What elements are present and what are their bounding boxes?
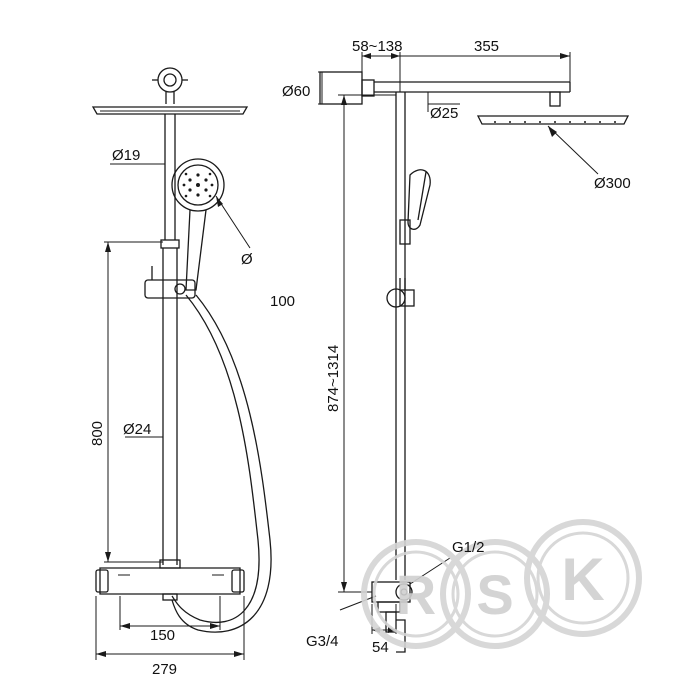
- side-wall-block: [319, 71, 363, 105]
- side-dim-355: [400, 52, 571, 82]
- label-dim-150: 150: [150, 627, 175, 644]
- rsk-watermark: R S K: [361, 519, 642, 649]
- front-dim-800: [104, 241, 163, 563]
- front-hose: [171, 294, 260, 624]
- label-dim-top-a: 58~138: [352, 38, 402, 55]
- leader-handshower: [215, 195, 251, 249]
- front-dim-150: [119, 596, 221, 630]
- front-dim-279: [95, 596, 245, 660]
- watermark-letter-s: S: [476, 563, 513, 626]
- label-head-dia-front: Ø60: [282, 83, 310, 100]
- leader-showerhead-dia: [547, 125, 599, 175]
- side-dim-58-138: [361, 52, 401, 92]
- label-pipe-dia: Ø25: [430, 105, 458, 122]
- front-thermostat-bar: [95, 559, 245, 601]
- label-dim-top-b: 355: [474, 38, 499, 55]
- side-head-connector: [549, 91, 561, 107]
- label-height-side: 874~1314: [325, 345, 342, 412]
- dimension-labels: Ø60 58~138 355 Ø25 Ø19 Ø300 Ø 100 874~13…: [89, 38, 631, 678]
- leader-g34: [339, 595, 377, 611]
- front-wall-mount: [152, 67, 188, 104]
- side-dim-height: [338, 94, 396, 593]
- label-height-front: 800: [89, 421, 106, 446]
- watermark-ring-s: [440, 539, 550, 649]
- label-dim-279: 279: [152, 661, 177, 678]
- front-slider: [144, 266, 196, 299]
- side-wall-joint: [361, 79, 375, 97]
- label-inlet-g12: G1/2: [452, 539, 485, 556]
- front-overhead-head: [91, 106, 249, 115]
- side-dim-60: [318, 71, 340, 105]
- label-bar-dia: Ø24: [123, 421, 151, 438]
- front-view: [91, 67, 272, 660]
- watermark-letter-r: R: [396, 563, 436, 626]
- label-handshower-dia: Ø: [241, 251, 253, 268]
- front-hand-shower: [171, 158, 225, 291]
- watermark-ring-r: [361, 539, 471, 649]
- side-overhead-head: [476, 115, 630, 125]
- label-dim-100: 100: [270, 293, 295, 310]
- label-rail-dia: Ø19: [112, 147, 140, 164]
- watermark-ring-k: [524, 519, 642, 637]
- spray-nozzles-icon: [182, 172, 214, 198]
- side-slider: [386, 278, 415, 308]
- label-inlet-g34: G3/4: [306, 633, 339, 650]
- label-dim-54: 54: [372, 639, 389, 656]
- side-view: [318, 52, 630, 653]
- label-showerhead-dia: Ø300: [594, 175, 631, 192]
- front-top-bracket: [160, 239, 180, 249]
- watermark-letter-k: K: [561, 546, 604, 613]
- side-hand-shower: [399, 169, 431, 245]
